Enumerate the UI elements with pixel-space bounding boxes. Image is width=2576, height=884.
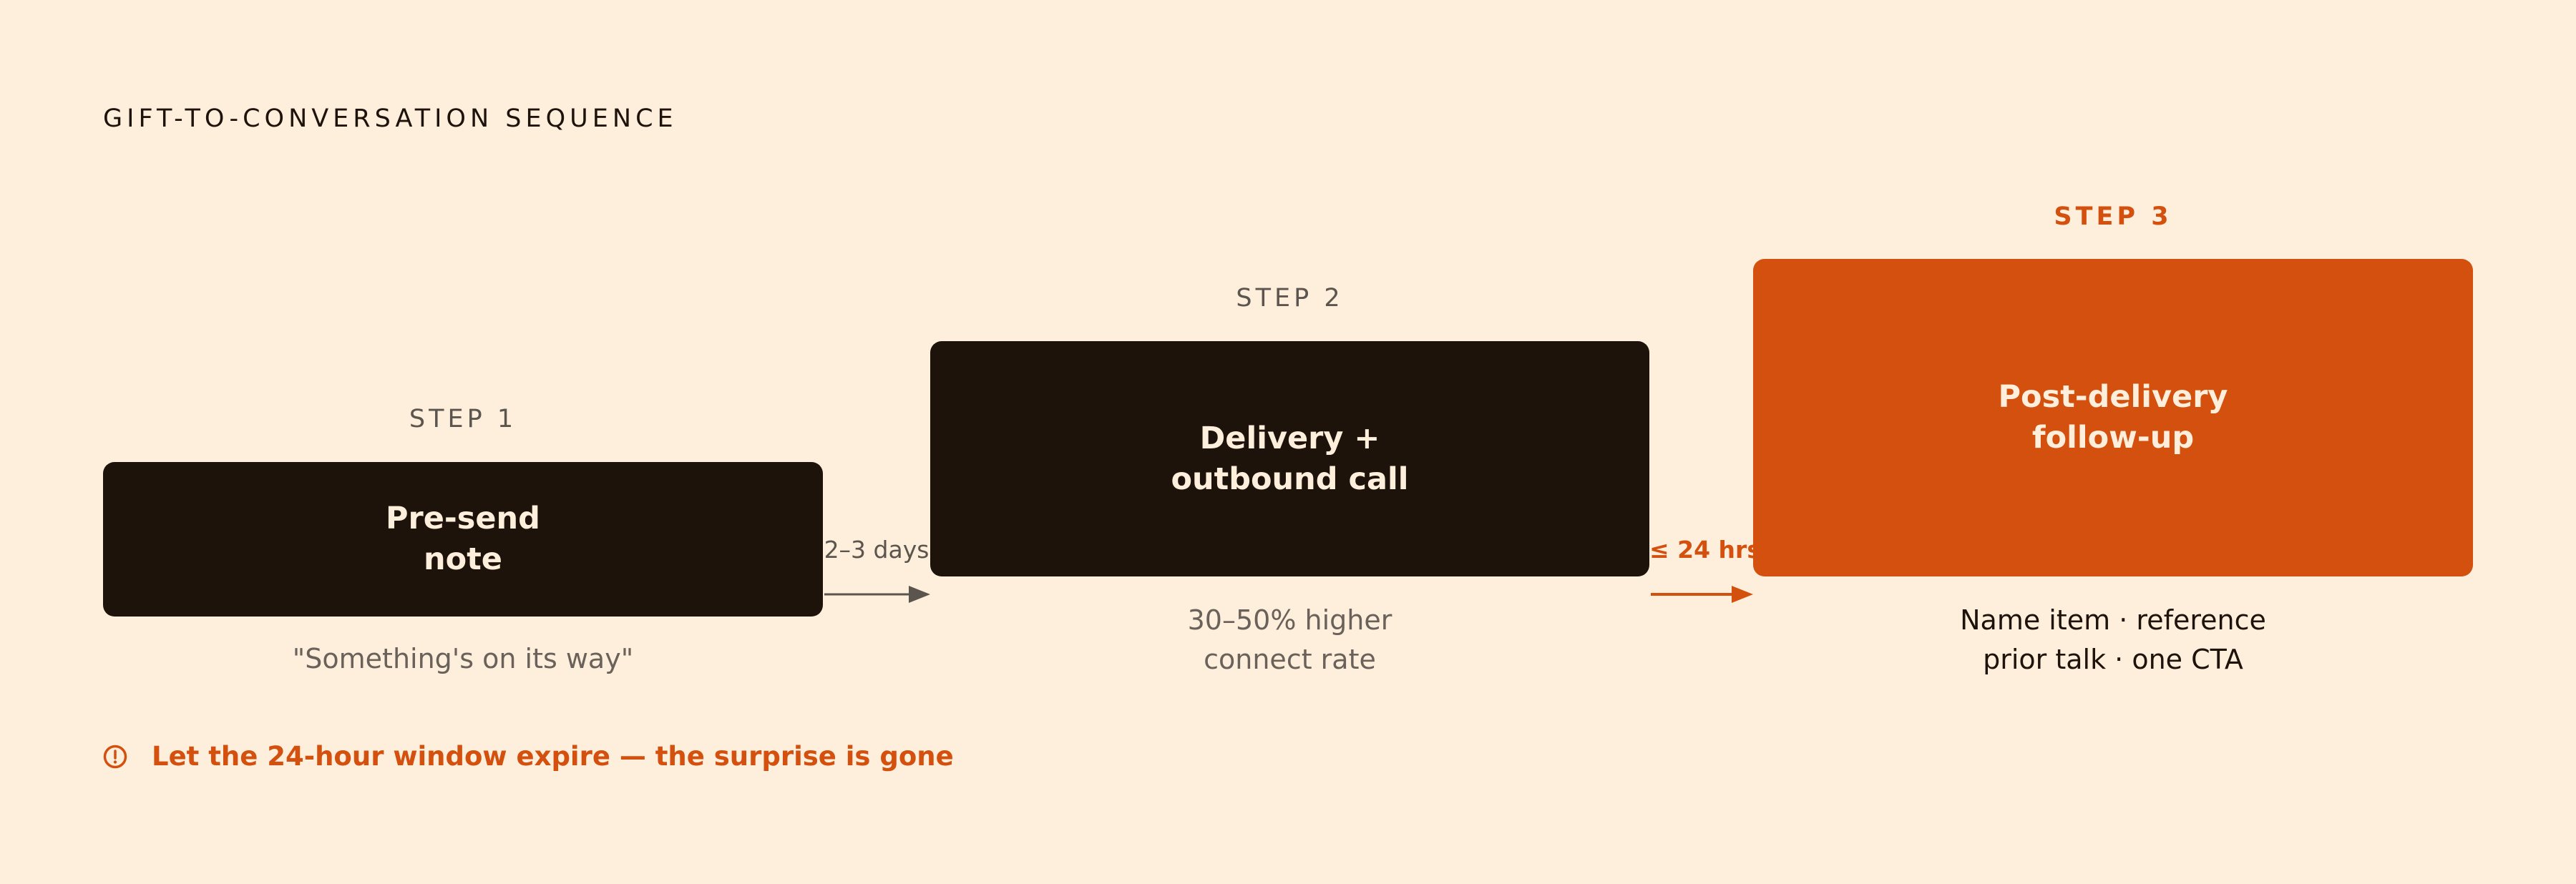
step-1-label: STEP 1 (409, 405, 517, 433)
warning-text: Let the 24-hour window expire — the surp… (152, 741, 954, 772)
connector-2-label: ≤ 24 hrs (1649, 536, 1761, 564)
step-3-label: STEP 3 (2054, 202, 2172, 231)
step-3-caption: Name item · reference prior talk · one C… (1960, 604, 2266, 675)
connector-1-arrow (824, 586, 930, 603)
step-2-box-text: Delivery + outbound call (1171, 420, 1409, 497)
connector-1-label: 2–3 days (824, 536, 930, 564)
connector-2-arrow (1651, 586, 1753, 603)
step-1-caption: "Something's on its way" (292, 643, 634, 674)
step-2-label: STEP 2 (1236, 284, 1344, 313)
step-1-box-text: Pre-send note (386, 501, 540, 577)
alert-circle-icon (103, 745, 127, 768)
step-1-box: Pre-send note (103, 462, 823, 617)
step-3-box-text: Post-delivery follow-up (1998, 379, 2228, 456)
step-2-caption: 30–50% higher connect rate (1187, 604, 1392, 675)
warning-note: Let the 24-hour window expire — the surp… (103, 741, 954, 772)
step-3-box: Post-delivery follow-up (1753, 259, 2473, 576)
step-2-box: Delivery + outbound call (930, 341, 1649, 576)
page-title: GIFT-TO-CONVERSATION SEQUENCE (103, 104, 678, 133)
